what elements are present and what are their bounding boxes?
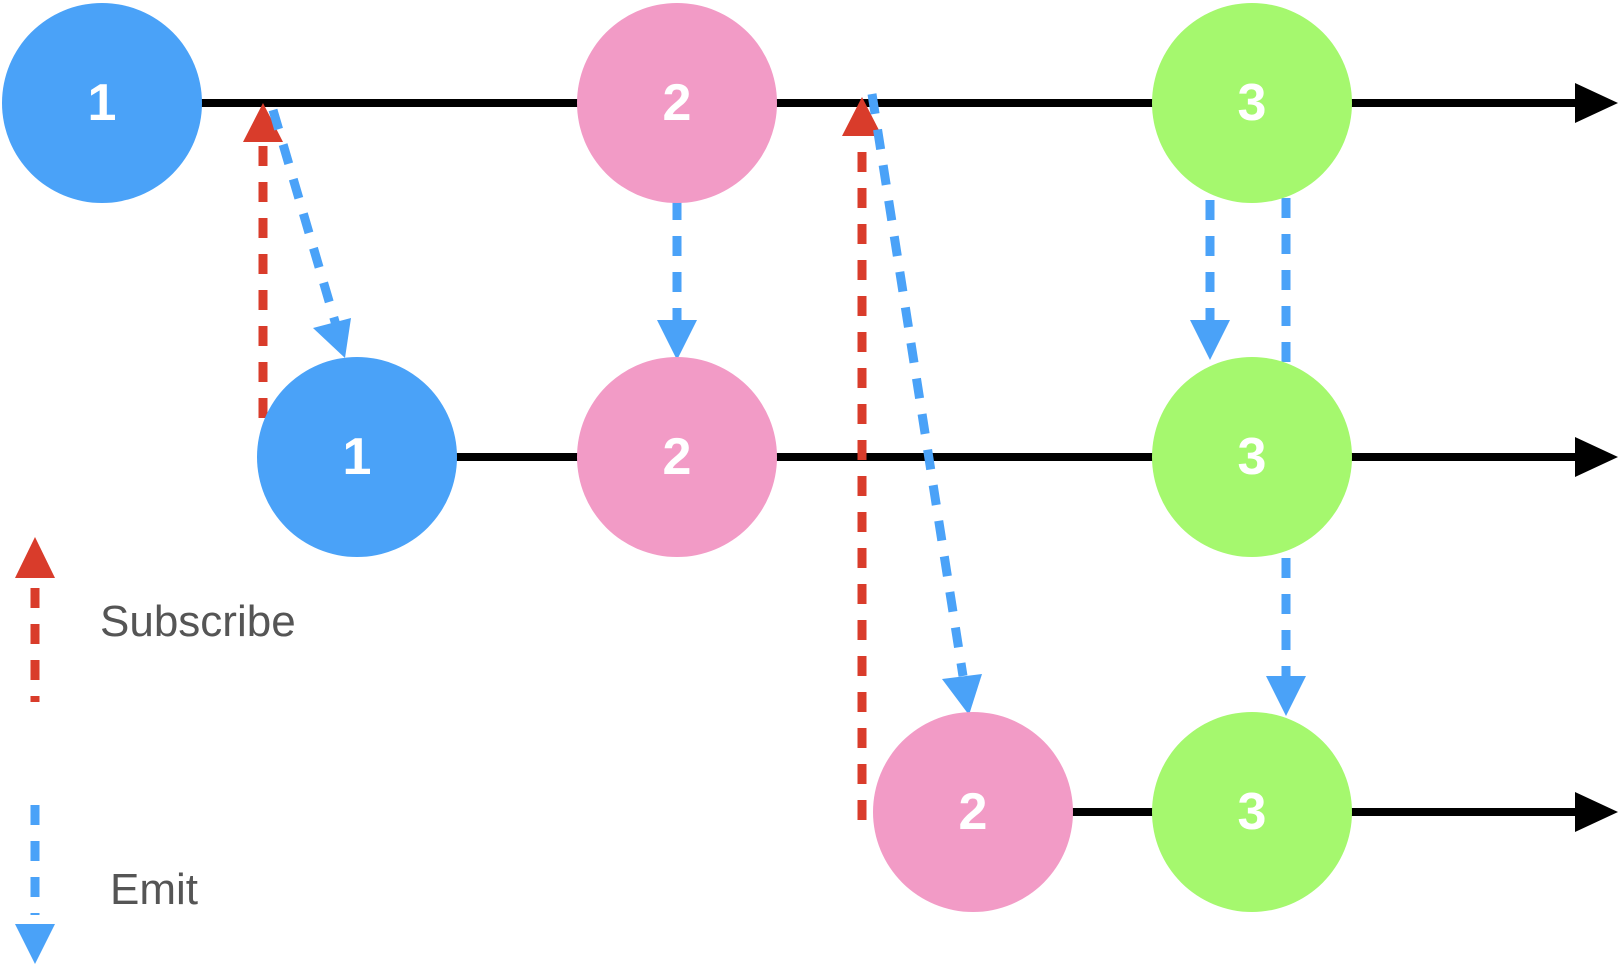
emit-arrowhead-3	[942, 674, 982, 715]
emit-line-1	[268, 108, 341, 327]
subscribe-arrowhead-2	[842, 97, 882, 136]
timeline-inner-1-arrowhead	[1575, 437, 1618, 477]
emit-connector-5	[1266, 198, 1306, 716]
subscribe-connector-2	[842, 97, 882, 820]
marble-inner-2-1-label: 2	[959, 783, 988, 841]
timeline-source-arrowhead	[1575, 83, 1618, 123]
marble-source-3-circle	[1152, 3, 1352, 203]
legend: Subscribe Emit	[15, 537, 296, 964]
emit-arrowhead-5	[1266, 676, 1306, 716]
emit-connector-2	[657, 200, 697, 360]
marble-inner-2-2-circle	[1152, 712, 1352, 912]
marble-inner-1-1: 1	[257, 357, 457, 557]
marble-inner-2-1: 2	[873, 712, 1073, 912]
marble-inner-2-1-circle	[873, 712, 1073, 912]
timeline-inner-2-arrowhead	[1575, 792, 1618, 832]
marble-inner-2-2-label: 3	[1238, 783, 1267, 841]
marble-inner-1-2-circle	[577, 357, 777, 557]
legend-subscribe-arrowhead	[15, 537, 55, 578]
legend-subscribe-label: Subscribe	[100, 597, 296, 646]
legend-subscribe: Subscribe	[15, 537, 296, 702]
marble-source-3-label: 3	[1238, 74, 1267, 132]
marble-layer: 1 2 3 1 2 3 2 3	[2, 3, 1352, 912]
emit-connector-4	[1190, 200, 1230, 360]
subscribe-connector-1	[243, 103, 283, 418]
emit-line-3	[867, 93, 968, 677]
legend-emit-arrowhead	[15, 924, 55, 964]
marble-inner-1-1-label: 1	[343, 428, 372, 486]
marble-source-1-label: 1	[88, 74, 117, 132]
emit-arrowhead-4	[1190, 320, 1230, 360]
marble-source-1: 1	[2, 3, 202, 203]
marble-source-2-circle	[577, 3, 777, 203]
marble-source-2: 2	[577, 3, 777, 203]
marble-source-2-label: 2	[663, 74, 692, 132]
marble-inner-1-2: 2	[577, 357, 777, 557]
emit-connector-1	[268, 108, 351, 358]
marble-inner-1-2-label: 2	[663, 428, 692, 486]
legend-emit-label: Emit	[110, 865, 198, 914]
marble-inner-1-1-circle	[257, 357, 457, 557]
marble-inner-1-3-label: 3	[1238, 428, 1267, 486]
marble-inner-1-3-circle	[1152, 357, 1352, 557]
emit-arrowhead-2	[657, 320, 697, 360]
timeline-source	[195, 83, 1618, 123]
emit-connector-3	[867, 93, 982, 715]
marble-inner-2-2: 3	[1152, 712, 1352, 912]
emit-arrowhead-1	[313, 318, 351, 358]
marble-inner-1-3: 3	[1152, 357, 1352, 557]
marble-source-3: 3	[1152, 3, 1352, 203]
legend-emit: Emit	[15, 805, 198, 964]
marble-source-1-circle	[2, 3, 202, 203]
subscribe-arrowhead-1	[243, 103, 283, 142]
